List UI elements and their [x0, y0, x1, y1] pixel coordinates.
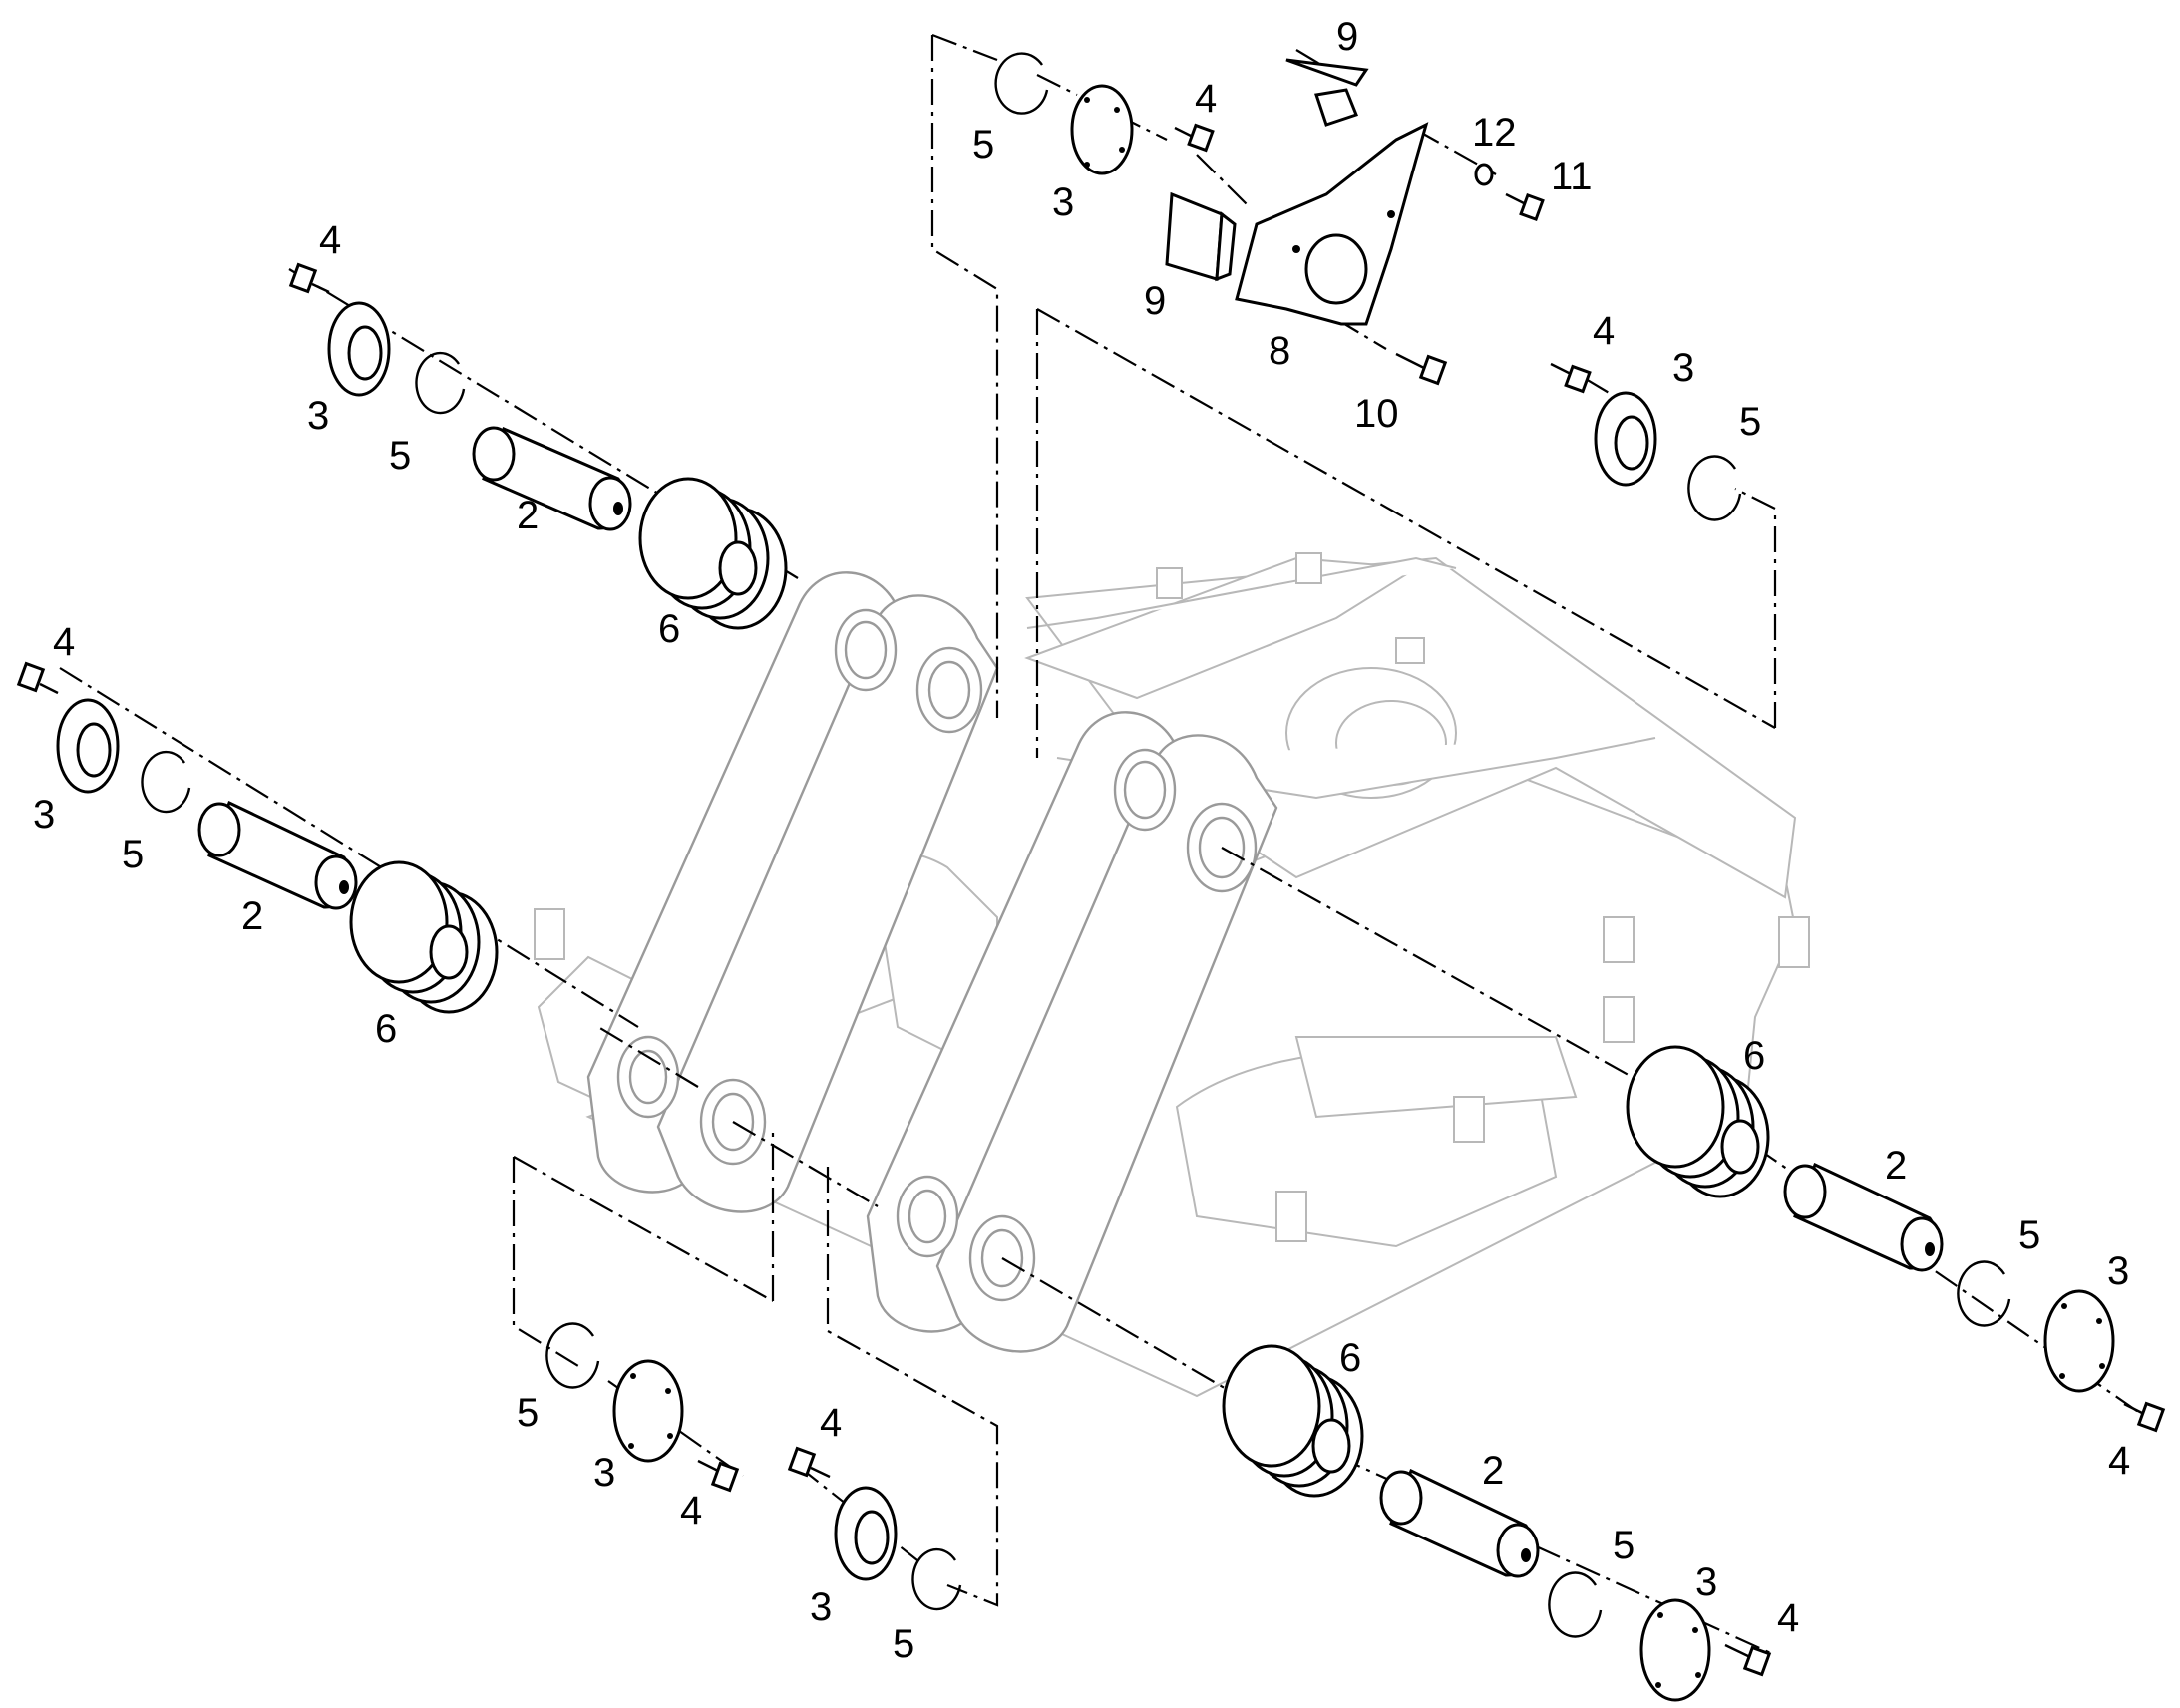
- callout-label: 11: [1551, 155, 1593, 198]
- callout-label: 3: [593, 1451, 615, 1495]
- bolt-part-11: [1505, 192, 1545, 222]
- callout-label: 4: [1593, 309, 1615, 353]
- callout-label: 5: [517, 1391, 539, 1435]
- snap-ring-part-5: [1548, 1571, 1603, 1638]
- callout-label: 9: [1144, 279, 1166, 323]
- callout-label: 4: [820, 1401, 842, 1445]
- washer-part-12: [1474, 163, 1494, 186]
- pin-part-2: [1783, 1162, 1944, 1272]
- bolt-part-4: [288, 262, 330, 294]
- callout-label: 5: [1613, 1524, 1635, 1567]
- callout-label: 4: [53, 620, 75, 664]
- snap-ring-part-5-upper-right: [1687, 455, 1742, 521]
- callout-label: 4: [1777, 1596, 1799, 1640]
- callout-label: 2: [1482, 1449, 1504, 1493]
- callout-label: 2: [517, 494, 539, 537]
- callout-label: 3: [33, 793, 55, 837]
- pin-part-2: [472, 426, 632, 531]
- callout-label: 3: [307, 394, 329, 438]
- bolt-part-10: [1395, 352, 1448, 386]
- callout-label: 5: [972, 123, 994, 167]
- callout-label: 6: [1743, 1034, 1765, 1078]
- callout-labels: 9 4 12 11 5 3 9 8 10 4 3 5 4 3 5 2 6 4 3…: [33, 15, 2130, 1666]
- flange-part-3: [834, 1486, 898, 1581]
- pin-part-2: [1379, 1468, 1540, 1578]
- callout-label: 3: [1052, 180, 1074, 224]
- bushing-stack-part-6: [638, 477, 788, 630]
- upper-left-pin-group: [288, 262, 788, 630]
- callout-label: 2: [241, 894, 263, 938]
- bolt-part-4: [1174, 123, 1215, 153]
- callout-label: 4: [319, 218, 341, 262]
- cover-plate-part-3: [1639, 1598, 1711, 1702]
- callout-label: 12: [1472, 111, 1517, 155]
- callout-label: 4: [680, 1489, 702, 1533]
- callout-label: 4: [2108, 1439, 2130, 1483]
- lower-left-group: [545, 1322, 740, 1493]
- flange-part-3: [327, 301, 391, 397]
- flange-part-3-upper-right: [1594, 391, 1657, 487]
- flange-part-3: [56, 698, 120, 794]
- callout-label: 5: [389, 434, 411, 478]
- callout-label: 5: [122, 833, 144, 876]
- guard-plate-part-8: [1235, 122, 1429, 326]
- lower-middle-group: [787, 1446, 962, 1611]
- left-boom-arm: [586, 571, 999, 1213]
- callout-label: 6: [658, 607, 680, 651]
- snap-ring-part-5: [545, 1322, 600, 1389]
- block-part-9: [1165, 191, 1237, 282]
- callout-label: 3: [1672, 346, 1694, 390]
- callout-label: 5: [2018, 1213, 2040, 1257]
- snap-ring-part-5: [141, 750, 191, 814]
- snap-ring-part-5: [994, 52, 1049, 115]
- callout-label: 6: [375, 1007, 397, 1051]
- pin-part-2: [197, 800, 358, 910]
- bolt-part-4: [2123, 1401, 2166, 1433]
- snap-ring-part-5: [911, 1547, 962, 1611]
- cover-plate-part-3: [1070, 84, 1134, 175]
- mid-left-pin-group: [16, 661, 499, 1014]
- top-parts-group: [994, 52, 1742, 521]
- callout-label: 10: [1354, 392, 1399, 436]
- bolt-part-4: [16, 661, 59, 695]
- callout-label: 3: [810, 1585, 832, 1629]
- callout-label: 6: [1339, 1336, 1361, 1380]
- callout-label: 3: [1695, 1560, 1717, 1604]
- lower-right-pin-group: [1222, 1344, 1772, 1702]
- callout-label: 9: [1336, 15, 1358, 59]
- bolt-part-4: [787, 1446, 831, 1479]
- callout-label: 5: [893, 1622, 914, 1666]
- cover-plate-part-3: [2043, 1289, 2115, 1393]
- bracket-part-9-top: [1285, 58, 1369, 127]
- snap-ring-part-5: [1957, 1260, 2011, 1327]
- callout-label: 2: [1885, 1144, 1907, 1188]
- bushing-stack-part-6: [1222, 1344, 1364, 1498]
- bolt-part-4-upper-right: [1550, 362, 1592, 394]
- callout-label: 4: [1195, 77, 1217, 121]
- snap-ring-part-5: [415, 351, 466, 415]
- bolt-part-4: [1724, 1643, 1772, 1677]
- callout-label: 3: [2107, 1249, 2129, 1293]
- right-pin-group: [1626, 1045, 2166, 1433]
- bolt-part-4: [697, 1459, 740, 1493]
- callout-label: 8: [1269, 329, 1290, 373]
- cover-plate-part-3: [612, 1359, 684, 1463]
- assembly-lines: [59, 33, 2145, 1657]
- bushing-stack-part-6: [349, 860, 499, 1014]
- callout-label: 5: [1739, 400, 1761, 444]
- bushing-stack-part-6: [1626, 1045, 1770, 1198]
